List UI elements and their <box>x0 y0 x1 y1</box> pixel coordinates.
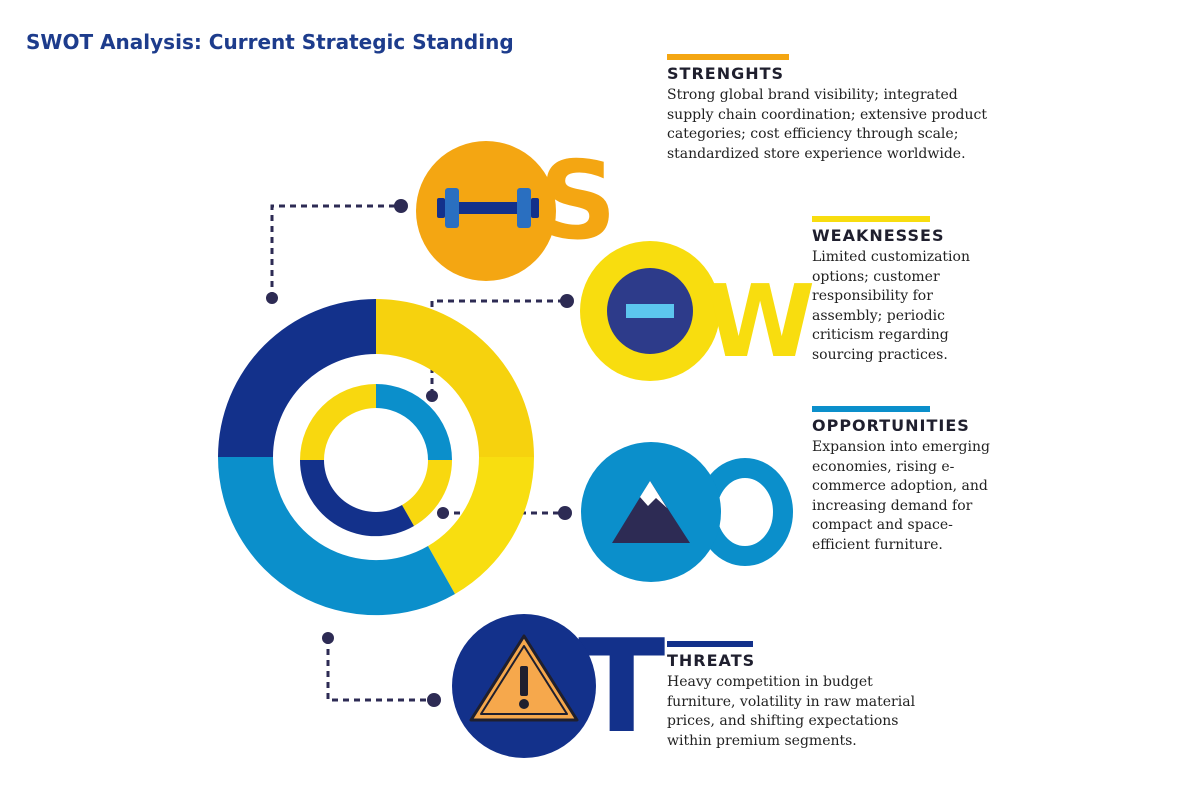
outer-ring <box>217 299 535 616</box>
inner-ring-segment-yellow-right <box>402 460 453 526</box>
threats-accent-bar <box>667 641 753 647</box>
inner-ring-segment-blue <box>376 384 452 460</box>
weaknesses-badge: W <box>580 241 815 381</box>
strengths-block: STRENGHTS Strong global brand visibility… <box>667 54 1007 164</box>
minus-icon <box>626 304 674 318</box>
inner-ring-segment-yellow-left <box>300 384 376 460</box>
warning-icon <box>469 634 579 722</box>
connector-weaknesses <box>430 299 567 395</box>
threats-heading: THREATS <box>667 651 756 670</box>
weaknesses-block: WEAKNESSES Limited customization options… <box>812 216 982 365</box>
connector-strengths <box>270 204 400 298</box>
outer-ring-segment-blue <box>217 457 455 616</box>
threats-badge: T <box>452 613 665 762</box>
opportunities-block: OPPORTUNITIES Expansion into emerging ec… <box>812 406 1002 555</box>
outer-ring-segment-navy <box>218 299 376 457</box>
strengths-heading: STRENGHTS <box>667 64 785 83</box>
outer-ring-segment-yellow-bottom <box>428 457 535 594</box>
opportunities-text: Expansion into emerging economies, risin… <box>812 439 990 553</box>
inner-ring-segment-navy <box>299 460 414 537</box>
strengths-badge: S <box>416 139 617 281</box>
connector-dots <box>266 199 574 707</box>
strengths-letter: S <box>539 139 617 264</box>
opportunities-badge <box>581 442 793 582</box>
weaknesses-accent-bar <box>812 216 930 222</box>
weaknesses-text: Limited customization options; customer … <box>812 249 970 363</box>
weaknesses-heading: WEAKNESSES <box>812 226 945 245</box>
opportunities-heading: OPPORTUNITIES <box>812 416 970 435</box>
strengths-text: Strong global brand visibility; integrat… <box>667 87 987 162</box>
connector-threats <box>326 638 434 702</box>
strengths-accent-bar <box>667 54 789 60</box>
threats-block: THREATS Heavy competition in budget furn… <box>667 641 932 751</box>
threats-text: Heavy competition in budget furniture, v… <box>667 674 916 749</box>
outer-ring-segment-yellow-top <box>376 299 534 457</box>
dumbbell-icon <box>437 188 539 228</box>
mountain-icon <box>612 481 690 543</box>
inner-ring <box>299 384 453 537</box>
weaknesses-letter: W <box>705 263 815 380</box>
opportunities-accent-bar <box>812 406 930 412</box>
page-title: SWOT Analysis: Current Strategic Standin… <box>26 30 514 54</box>
